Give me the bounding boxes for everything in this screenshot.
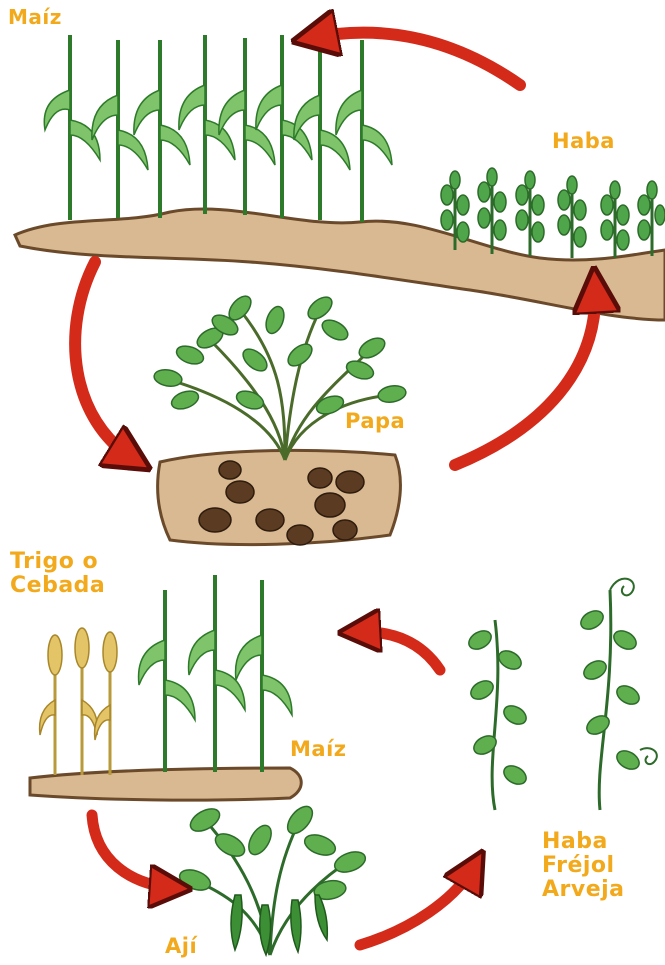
arrow-aji-to-legumes bbox=[360, 865, 475, 945]
arrow-papa-to-haba bbox=[455, 285, 595, 465]
label-papa: Papa bbox=[345, 410, 405, 433]
arrow-maiz-to-aji bbox=[92, 815, 175, 888]
label-legumes: Haba Fréjol Arveja bbox=[542, 830, 625, 903]
bean-plant bbox=[638, 181, 665, 256]
tendril bbox=[610, 579, 634, 596]
bean-plant bbox=[601, 181, 629, 258]
soil-strip-bottom bbox=[30, 768, 301, 800]
label-legumes-line2: Fréjol bbox=[542, 854, 625, 878]
label-aji: Ají bbox=[165, 935, 197, 958]
chili-plant bbox=[177, 802, 368, 955]
arrow-maiz-to-papa bbox=[75, 262, 135, 460]
label-trigo-cebada: Trigo o Cebada bbox=[10, 550, 105, 598]
corn-leaves bbox=[44, 85, 392, 170]
label-maiz-top: Maíz bbox=[8, 6, 62, 28]
label-maiz-bottom: Maíz bbox=[290, 738, 347, 761]
arrow-haba-to-maiz bbox=[310, 33, 520, 85]
wheat-plants bbox=[40, 628, 117, 775]
label-trigo-line1: Trigo o bbox=[10, 550, 105, 574]
corn-plants-bottom bbox=[139, 575, 292, 772]
label-haba-top: Haba bbox=[552, 130, 615, 153]
corn-plants-top bbox=[44, 35, 392, 222]
tendril bbox=[640, 748, 657, 764]
bean-plant bbox=[558, 176, 586, 258]
label-legumes-line3: Arveja bbox=[542, 878, 625, 902]
arrow-legumes-to-maiz bbox=[355, 632, 440, 670]
label-trigo-line2: Cebada bbox=[10, 574, 105, 598]
bean-plant bbox=[478, 168, 506, 254]
legume-plants bbox=[466, 579, 657, 810]
label-legumes-line1: Haba bbox=[542, 830, 625, 854]
soil-mound-potato bbox=[158, 450, 401, 544]
bean-plant bbox=[516, 171, 544, 256]
